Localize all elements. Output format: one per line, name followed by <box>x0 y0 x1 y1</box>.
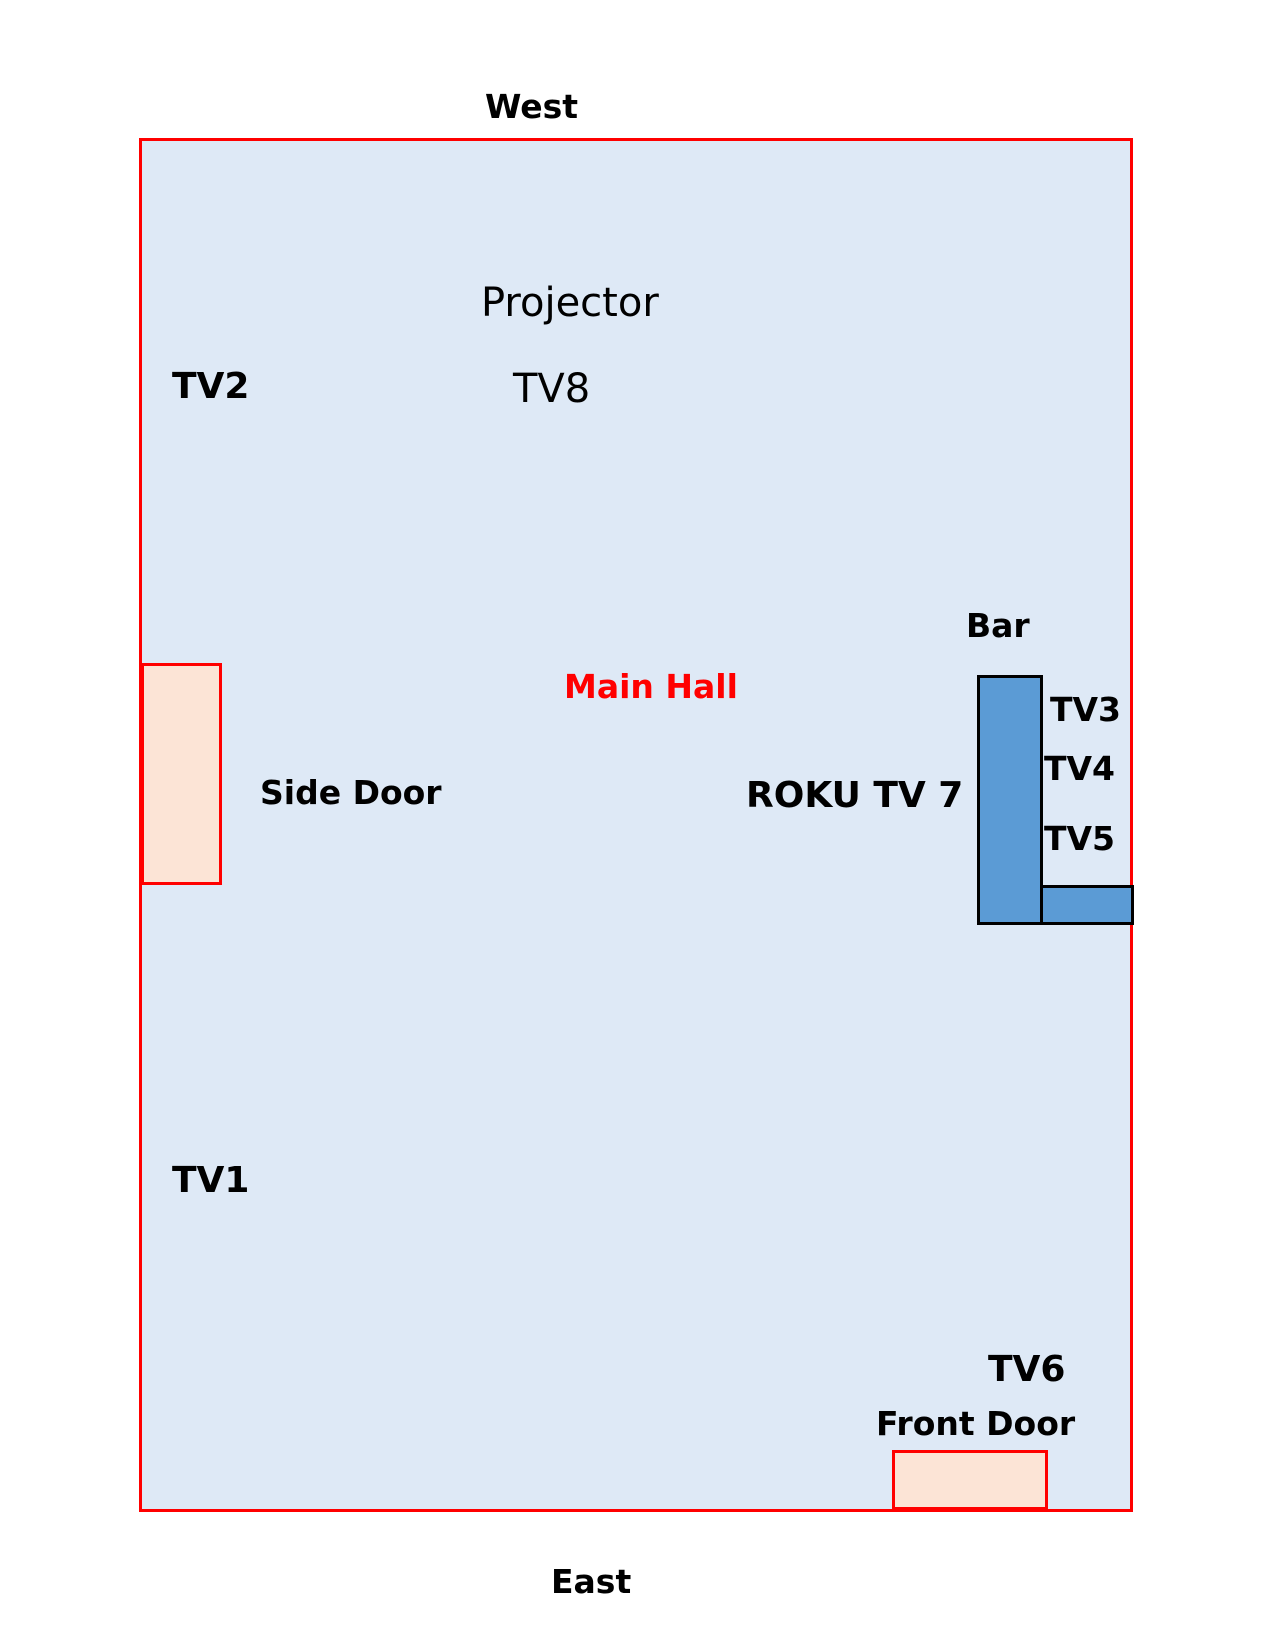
compass-east-label: East <box>551 1562 632 1601</box>
bar-label: Bar <box>966 606 1030 645</box>
side-door-label: Side Door <box>260 773 442 812</box>
main-hall-title: Main Hall <box>564 667 738 706</box>
tv5-label: TV5 <box>1044 819 1116 858</box>
tv1-label: TV1 <box>172 1160 250 1201</box>
front-door-shape <box>892 1450 1048 1510</box>
bar-counter-vertical <box>977 675 1043 925</box>
roku-tv7-label: ROKU TV 7 <box>746 775 964 816</box>
tv2-label: TV2 <box>172 366 250 407</box>
tv8-label: TV8 <box>513 366 591 412</box>
tv3-label: TV3 <box>1050 690 1122 729</box>
bar-counter-horizontal <box>1040 885 1134 925</box>
tv4-label: TV4 <box>1044 749 1116 788</box>
tv6-label: TV6 <box>988 1349 1066 1390</box>
main-hall-room <box>139 138 1133 1512</box>
projector-label: Projector <box>481 280 659 326</box>
compass-west-label: West <box>485 87 579 126</box>
side-door-shape <box>141 663 222 885</box>
front-door-label: Front Door <box>876 1404 1076 1443</box>
